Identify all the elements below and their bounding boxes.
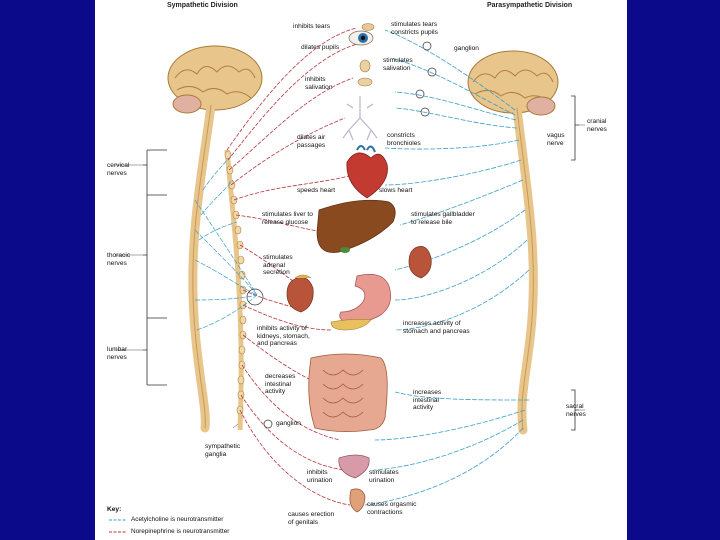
nervous-system-illustration — [109, 23, 585, 533]
label-cranial-nerves: cranial nerves — [587, 118, 607, 133]
label-adrenal-secretion: stimulates adrenal secretion — [263, 254, 293, 277]
key-lines — [109, 519, 127, 533]
label-thoracic-nerves: thoracic nerves — [107, 252, 131, 267]
label-constricts-bronchioles: constricts bronchioles — [387, 132, 421, 147]
parasympathetic-nerves — [364, 29, 530, 506]
stomach-pancreas — [330, 274, 391, 331]
label-dilates-pupils: dilates pupils — [301, 44, 340, 51]
label-causes-orgasmic: causes orgasmic contractions — [367, 501, 417, 516]
label-slows-heart: slows heart — [379, 187, 413, 194]
sympathetic-nerves — [226, 27, 358, 506]
sympathetic-header: Sympathetic Division — [167, 2, 238, 9]
lungs-bronchi — [342, 96, 378, 141]
label-stimulates-salivation: stimulates salivation — [383, 57, 413, 72]
label-inhibits-tears: inhibits tears — [293, 23, 331, 30]
label-inhibits-salivation: inhibits salivation — [305, 76, 333, 91]
genitals — [349, 488, 366, 513]
label-ganglion-lower: ganglion — [276, 420, 301, 427]
left-spinal-cord — [188, 100, 216, 433]
label-sacral-nerves: sacral nerves — [566, 403, 586, 418]
bladder — [338, 454, 370, 479]
label-lumbar-nerves: lumbar nerves — [107, 346, 128, 361]
salivary-glands — [357, 59, 373, 87]
intestines — [308, 353, 388, 432]
label-inhibits-activity: inhibits activity of kidneys, stomach, a… — [257, 325, 310, 348]
ganglion-circles — [246, 41, 437, 429]
label-ganglion-upper: ganglion — [454, 45, 479, 52]
adrenal-kidney-left — [286, 274, 314, 313]
parasympathetic-header: Parasympathetic Division — [487, 2, 573, 9]
key-acetylcholine: Acetylcholine is neurotransmitter — [131, 516, 224, 523]
nerve-brackets-right — [571, 95, 579, 431]
heart — [346, 145, 388, 199]
eye — [348, 23, 375, 46]
label-decreases-intestinal: decreases intestinal activity — [265, 373, 296, 396]
liver — [316, 199, 396, 253]
label-stimulates-liver: stimulates liver to release glucose — [262, 211, 313, 226]
key-norepinephrine: Norepinephrine is neurotransmitter — [131, 528, 230, 535]
label-increases-stomach: increases activity of stomach and pancre… — [403, 320, 470, 335]
label-increases-intestinal: increases intestinal activity — [413, 389, 442, 412]
label-speeds-heart: speeds heart — [297, 187, 336, 194]
nerve-brackets-left — [143, 149, 167, 386]
left-brain — [167, 45, 263, 114]
right-spinal-cord — [512, 103, 538, 435]
label-stimulates-urination: stimulates urination — [369, 469, 399, 484]
label-dilates-air-passages: dilates air passages — [297, 134, 326, 149]
label-causes-erection: causes erection of genitals — [288, 511, 335, 526]
label-stimulates-gallbladder: stimulates gallbladder to release bile — [411, 211, 475, 226]
label-stimulates-tears: stimulates tears constricts pupils — [391, 21, 438, 36]
label-inhibits-urination: inhibits urination — [307, 469, 333, 484]
right-brain — [467, 50, 559, 116]
kidney-right — [408, 246, 432, 279]
label-sympathetic-ganglia: sympathetic ganglia — [205, 443, 241, 458]
label-cervical-nerves: cervical nerves — [107, 162, 130, 177]
slide-panel: Sympathetic Division Parasympathetic Div… — [95, 0, 627, 540]
key-title: Key: — [107, 506, 122, 513]
label-vagus-nerve: vagus nerve — [547, 132, 565, 147]
sympathetic-ganglia-chain — [224, 149, 247, 431]
